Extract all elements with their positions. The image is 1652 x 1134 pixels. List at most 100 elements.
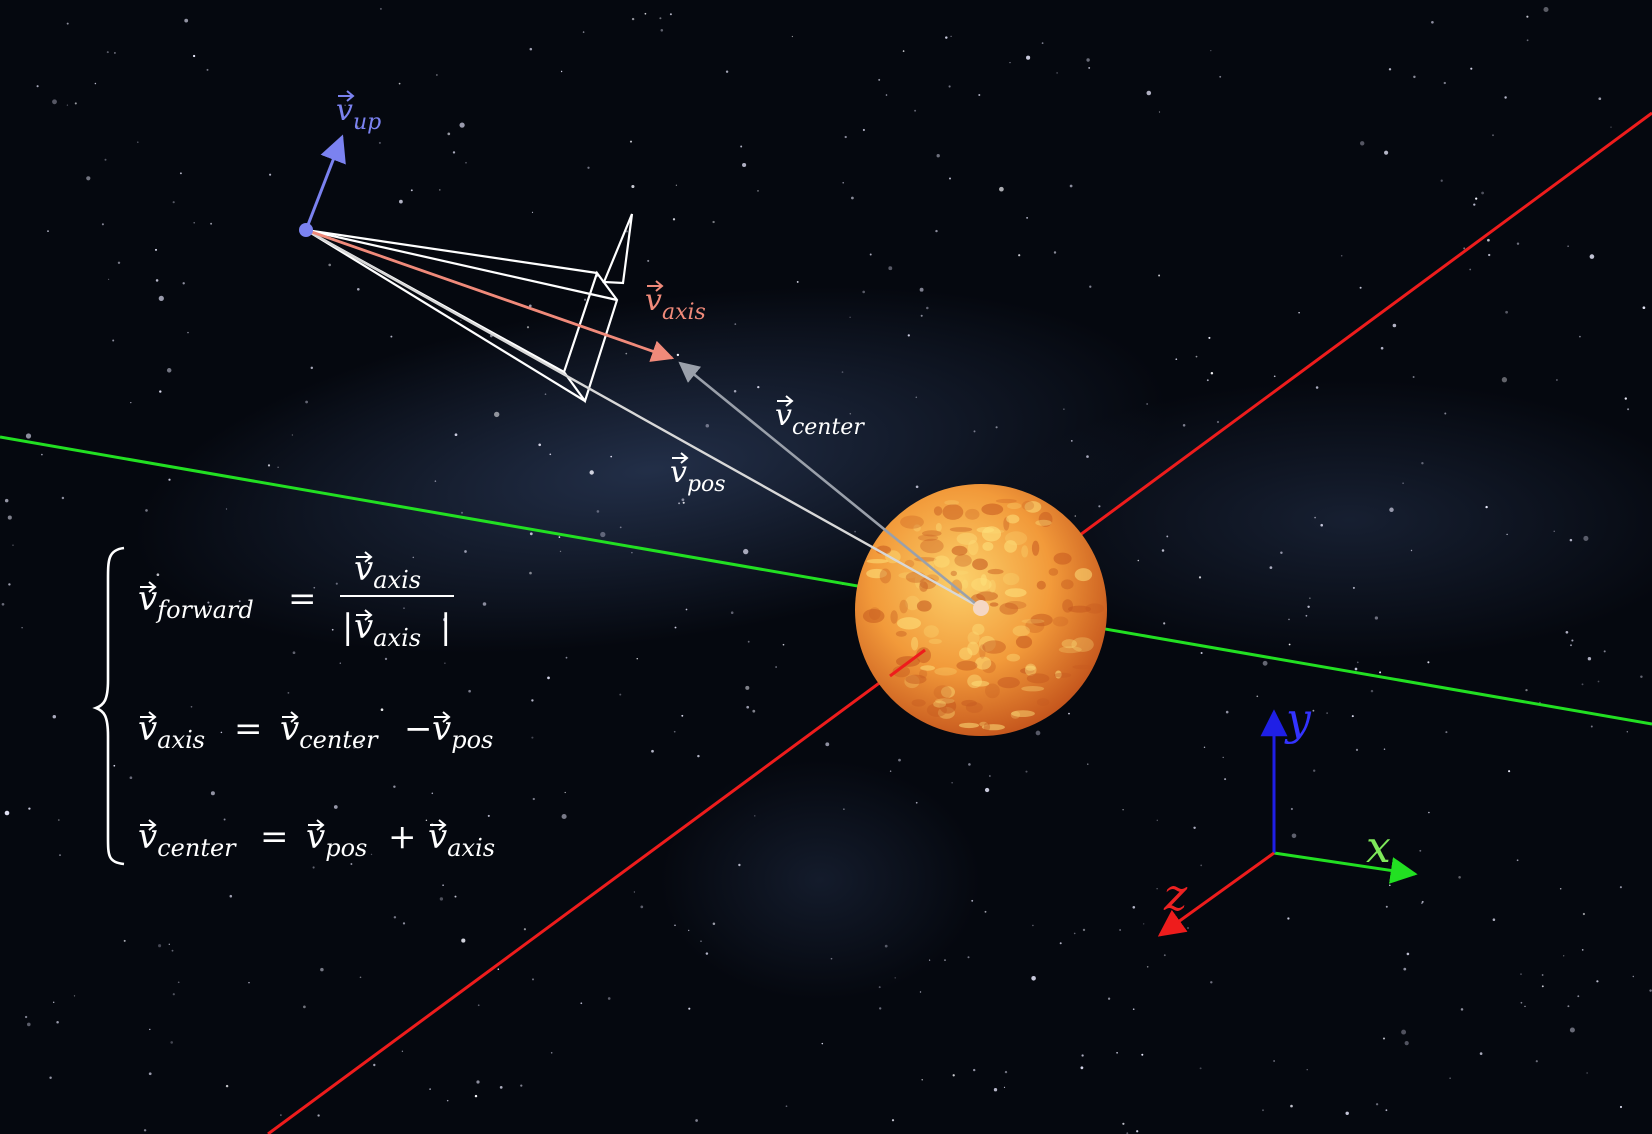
star [1543,6,1549,13]
sun-spot [950,570,957,577]
star [443,617,447,622]
sun-spot [911,699,926,707]
star [1632,975,1635,978]
star [1526,39,1529,42]
star [952,1074,955,1077]
star [1419,849,1422,852]
star [149,1028,151,1031]
star [607,997,611,1000]
star [854,530,856,533]
star [647,259,650,262]
star [1389,884,1391,887]
star [949,177,951,180]
sun-spot [1026,673,1050,684]
sun-spot [999,602,1019,615]
star [172,201,175,204]
star [1298,311,1300,314]
star [1315,386,1319,389]
star [117,261,121,265]
star [669,13,672,16]
star [1086,455,1089,458]
svg-text:=: = [260,817,289,857]
camera-position-dot [299,223,313,237]
star [1412,376,1415,378]
v-axis-label: vaxis [645,280,706,325]
star [143,1129,147,1132]
star [673,730,676,733]
star [101,223,104,226]
star [561,813,567,820]
sun-spot [917,534,939,542]
star [61,496,65,500]
star [1059,942,1062,945]
star [644,12,647,15]
star [894,977,896,979]
svg-text:vcenter: vcenter [138,817,237,862]
star [1288,618,1290,621]
star [465,161,467,164]
star [1402,482,1404,485]
sun-spot [1061,579,1074,590]
star [1501,377,1508,383]
star [1219,75,1222,78]
star [182,282,185,285]
y-axis-label: y [1284,694,1312,745]
star [1406,952,1410,956]
star [1287,917,1290,920]
sun-spot [923,625,939,638]
sun-spot [1031,540,1040,556]
star [526,326,530,329]
star [660,29,664,32]
star [619,526,622,529]
star [1262,660,1268,666]
star [1041,42,1044,44]
sun-spot [1062,599,1073,613]
nebula-glow [990,380,1652,660]
svg-text:vaxis: vaxis [138,709,205,754]
star [1195,355,1198,358]
star [862,290,866,294]
sun-spot [980,574,987,586]
star [1225,710,1229,714]
star [1590,725,1593,728]
star [1431,20,1434,24]
x-axis-label: x [1366,822,1391,873]
star [1626,731,1628,733]
star [547,676,550,680]
star [631,17,635,21]
star [24,1015,28,1019]
sun-spot [928,638,942,645]
star [1199,1067,1202,1070]
star [187,331,189,334]
star [359,976,362,979]
sun-spot [919,581,928,592]
star [1582,912,1586,916]
star [625,230,628,233]
star [148,1072,152,1076]
star [1070,439,1073,442]
sun-spot [1072,664,1093,670]
star [305,400,308,404]
star [1074,515,1077,517]
sun-spot [1012,625,1030,637]
star [292,651,296,655]
star [1088,66,1091,69]
star [1389,507,1394,513]
svg-text:vpos: vpos [432,709,493,754]
star [984,787,990,793]
star [1025,770,1028,773]
star [94,82,97,85]
star [1403,967,1407,971]
star [447,132,451,136]
star [549,453,552,456]
star [1379,671,1382,674]
star [1565,630,1569,634]
star [1470,67,1473,70]
star [674,626,677,629]
sun-spot [904,674,920,689]
star [1506,533,1508,536]
v-center-label: vcenter [775,395,865,440]
star [123,939,126,942]
star [1161,549,1165,552]
sun-spot [1030,613,1053,627]
